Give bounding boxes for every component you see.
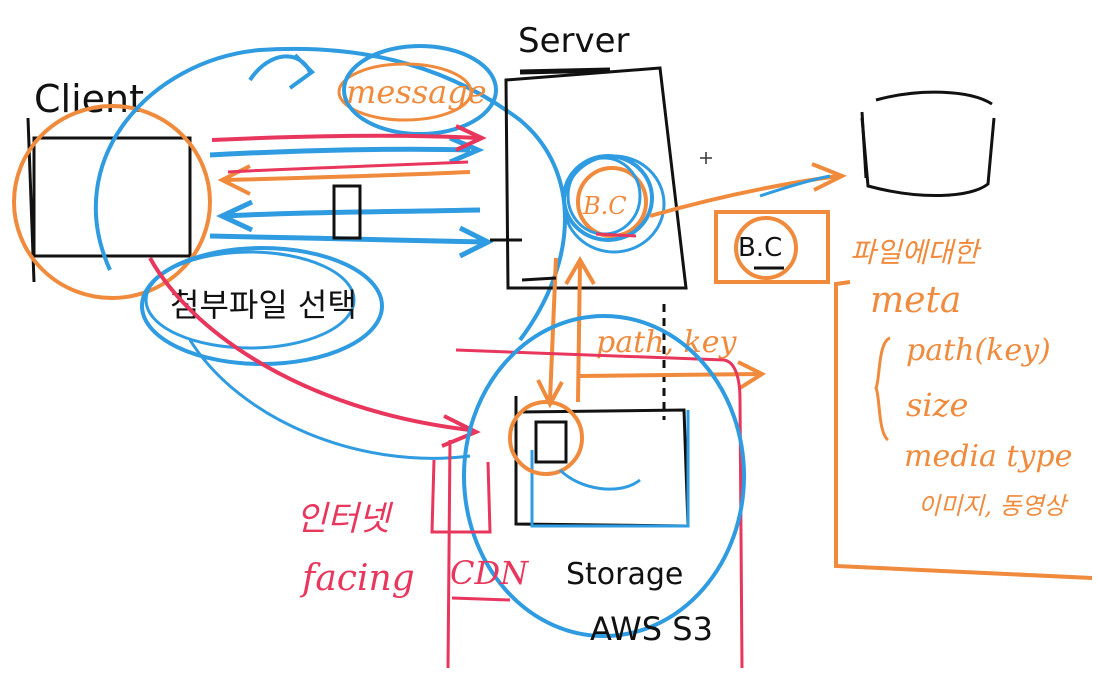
message-group: message: [337, 44, 498, 136]
bc-box-group: B.C: [714, 210, 830, 284]
client-node: Client: [12, 77, 212, 300]
attachment-select-group: 첨부파일 선택: [140, 246, 384, 366]
storage-blue-inner-arrow: [558, 468, 641, 491]
attachment-blue-circle-2: [144, 250, 356, 350]
metadata-group: 파일에대한 meta path(key) size media type 이미지…: [834, 236, 1093, 580]
bc-box-frame: [714, 210, 830, 284]
database-body: [860, 117, 996, 197]
bc-server-underline: [595, 232, 637, 238]
message-blue-circle: [342, 44, 498, 136]
client-orange-circle: [12, 104, 212, 300]
database-node: [860, 90, 996, 197]
database-left-edge: [860, 111, 868, 179]
storage-blue-circle: [462, 314, 746, 638]
client-screen: [32, 136, 192, 258]
cursor-crosshair-icon: [700, 152, 712, 164]
meta-size: size: [906, 386, 968, 424]
server-top-mark: [519, 67, 611, 75]
server-box: [504, 66, 688, 290]
database-rim: [875, 90, 993, 106]
storage-label: Storage: [566, 557, 683, 592]
meta-path-key: path(key): [906, 333, 1051, 368]
meta-media-type: media type: [904, 439, 1072, 474]
storage-file-orange-circle: [508, 400, 584, 476]
arrow-server-to-db-blue: [759, 174, 831, 198]
cdn-underline: [451, 596, 511, 602]
cdn-label: CDN: [450, 554, 529, 592]
cdn-node: 인터넷 facing CDN: [296, 459, 529, 602]
storage-node: Storage AWS S3: [462, 314, 746, 648]
client-label: Client: [34, 77, 144, 121]
arrow-client-to-storage-blue: [188, 339, 471, 460]
server-storage-tick: [521, 276, 557, 282]
bc-server-blue-scribble-3: [562, 154, 666, 254]
path-key-arrow: [579, 360, 767, 390]
cdn-box: [430, 459, 492, 534]
server-node: Server B.C: [490, 21, 688, 290]
message-label: message: [346, 73, 487, 111]
meta-type-examples: 이미지, 동영상: [918, 492, 1069, 520]
arrow-red-to-server: [211, 124, 487, 152]
arrow-storage-to-server: [564, 256, 596, 403]
server-storage-arrows: path, key: [521, 256, 767, 420]
server-label: Server: [518, 21, 630, 61]
meta-label: meta: [870, 280, 961, 321]
arrow-client-to-storage-red: [148, 257, 481, 448]
bc-box-circle: [734, 216, 798, 280]
cdn-red-frame: [446, 348, 744, 669]
file-metadata-title: 파일에대한: [850, 236, 982, 269]
bc-box-label: B.C: [738, 233, 782, 263]
storage-blue-box: [530, 410, 690, 528]
blue-arrow-top: [248, 53, 316, 90]
arrow-red-back: [227, 160, 469, 174]
message-orange-circle: [337, 62, 473, 122]
internet-facing-line1: 인터넷: [296, 499, 394, 539]
internet-facing-line2: facing: [299, 558, 415, 599]
aws-s3-label: AWS S3: [590, 610, 713, 648]
arrow-blue-back: [216, 199, 481, 233]
meta-brace: [874, 336, 891, 442]
arrow-server-to-db: [649, 162, 847, 218]
arrow-blue-to-server: [209, 135, 485, 165]
client-server-arrows: [209, 124, 494, 259]
metadata-bracket: [834, 280, 1093, 580]
message-packet: [332, 184, 362, 240]
storage-file: [534, 420, 568, 464]
bc-server-label: B.C: [582, 192, 627, 220]
